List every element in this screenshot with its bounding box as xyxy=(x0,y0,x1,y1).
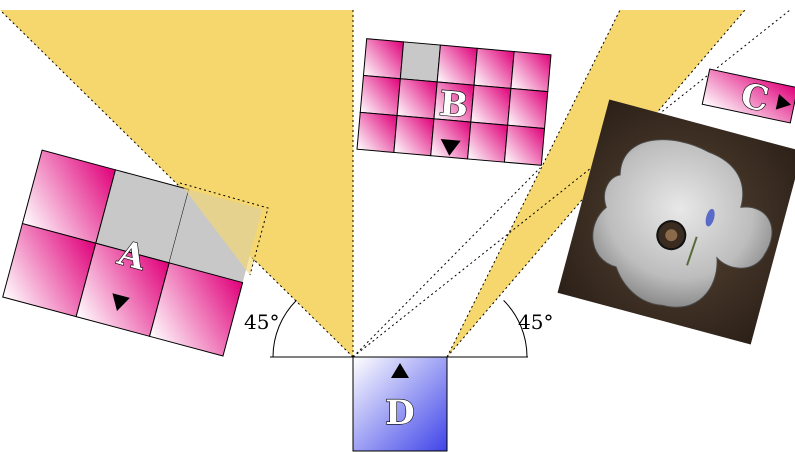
piece-b-cell xyxy=(393,115,435,157)
right-angle-arc xyxy=(503,300,528,358)
piece-d-label: D xyxy=(385,393,414,433)
piece-b-cell xyxy=(467,121,509,163)
left-angle-arc xyxy=(272,300,297,358)
piece-d-arrow-icon xyxy=(391,363,409,378)
piece-a-cell xyxy=(148,262,244,357)
cone-overlap-a xyxy=(180,183,268,275)
piece-b-cell xyxy=(356,111,398,153)
piece-c-arrow-icon xyxy=(775,93,792,110)
piece-b-cell xyxy=(396,78,438,120)
piece-b-cell xyxy=(503,124,546,166)
piece-b[interactable]: B xyxy=(356,38,552,166)
piece-b-cell xyxy=(507,87,549,130)
piece-a-arrow-icon xyxy=(112,293,130,312)
rock-plant xyxy=(705,208,715,227)
piece-b-cell xyxy=(470,84,512,126)
piece-b-cell xyxy=(473,47,515,89)
piece-b-label: B xyxy=(438,84,470,126)
rock-stem xyxy=(686,236,698,266)
piece-b-arrow-icon xyxy=(440,138,461,156)
piece-b-cell xyxy=(362,38,405,80)
rock-hole-center xyxy=(665,229,678,242)
sight-lines xyxy=(0,9,791,358)
piece-c[interactable]: C xyxy=(701,68,795,126)
rock-body xyxy=(592,139,773,308)
left-angle-label: 45° xyxy=(244,310,279,334)
cone-edge-a xyxy=(179,182,269,276)
right-angle-label: 45° xyxy=(518,310,553,334)
piece-b-cell-empty xyxy=(399,41,441,83)
piece-c-body xyxy=(701,68,795,124)
piece-b-cell xyxy=(510,51,552,93)
piece-d[interactable]: D xyxy=(352,356,448,452)
piece-b-cell xyxy=(436,44,478,86)
rock-obstacle xyxy=(557,99,795,345)
piece-b-cell xyxy=(359,74,401,117)
